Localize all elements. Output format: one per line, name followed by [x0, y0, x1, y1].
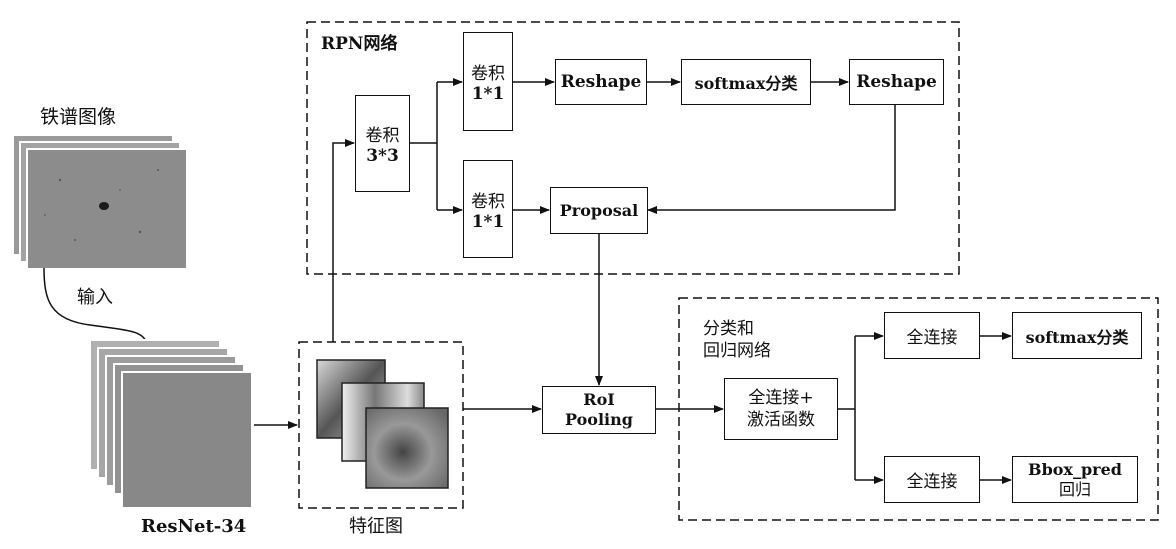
fc-activation-box: 全连接+ 激活函数 — [724, 378, 838, 440]
arrow-feature-to-conv3 — [332, 139, 355, 342]
backbone-label: ResNet-34 — [141, 516, 247, 537]
feature-map-tiles — [316, 359, 449, 489]
conv1x1-bottom-box: 卷积 1*1 — [463, 160, 513, 258]
conv1x1-top-box: 卷积 1*1 — [463, 32, 513, 131]
rpn-softmax-box: softmax分类 — [681, 59, 811, 105]
feature-map-frame — [298, 341, 464, 509]
roi-pooling-box: RoI Pooling — [542, 386, 656, 434]
reshape-2-box: Reshape — [849, 59, 944, 105]
fc-bottom-box: 全连接 — [884, 456, 980, 503]
feature-map-label: 特征图 — [349, 516, 403, 537]
rpn-group-frame — [306, 21, 960, 275]
head-softmax-box: softmax分类 — [1012, 312, 1142, 359]
ferrograph-image-stack — [12, 134, 188, 270]
bbox-pred-box: Bbox_pred 回归 — [1012, 456, 1138, 503]
arrow-conv3-split — [410, 82, 438, 210]
input-curve — [43, 267, 148, 346]
head-title: 分类和 回归网络 — [703, 319, 771, 361]
rpn-title: RPN网络 — [321, 34, 398, 54]
input-arrow-label: 输入 — [77, 287, 113, 308]
proposal-box: Proposal — [550, 187, 648, 234]
reshape-1-box: Reshape — [555, 59, 647, 105]
input-image-title: 铁谱图像 — [40, 106, 117, 128]
resnet-stack — [89, 339, 253, 509]
arrow-fcact-split — [838, 336, 856, 480]
fc-top-box: 全连接 — [884, 312, 980, 359]
conv3x3-box: 卷积 3*3 — [355, 95, 410, 192]
arrow-reshape-back-to-proposal — [647, 105, 896, 214]
